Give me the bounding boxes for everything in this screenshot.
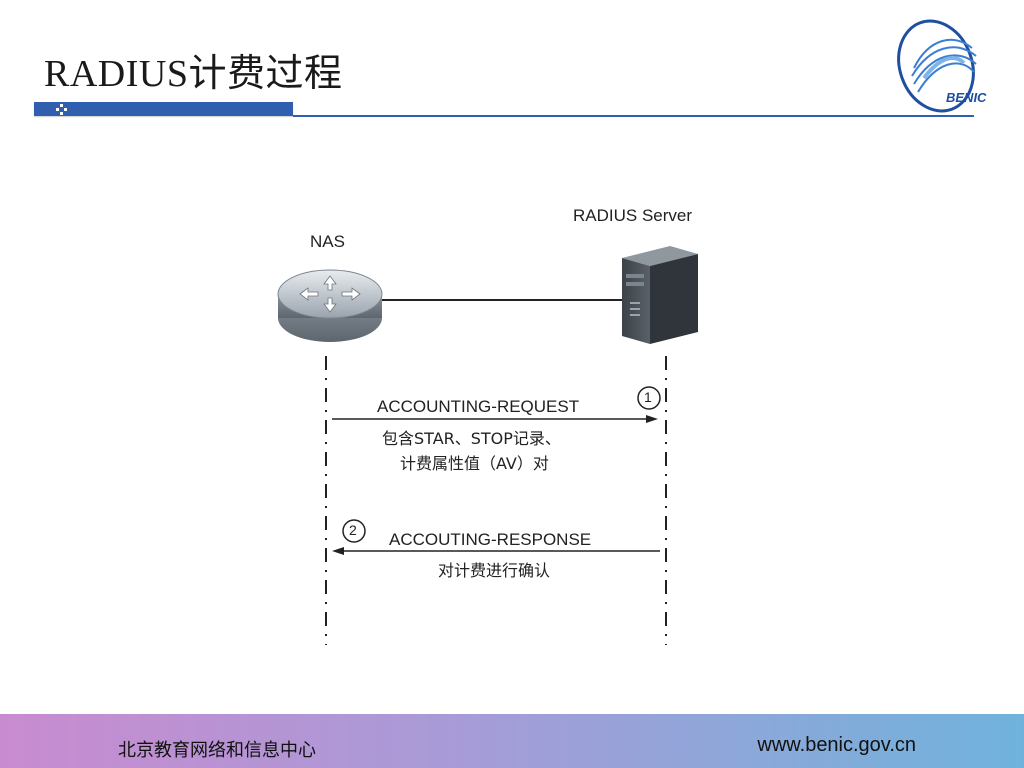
step2-title: ACCOUTING-RESPONSE — [389, 530, 592, 549]
footer-org: 北京教育网络和信息中心 — [118, 740, 316, 761]
request-arrowhead — [646, 415, 658, 423]
footer-url: www.benic.gov.cn — [757, 734, 916, 756]
response-arrowhead — [332, 547, 344, 555]
radius-accounting-diagram: NAS RADIUS Server 1 ACCOUNTING-REQUEST 包… — [260, 190, 740, 660]
diagram-canvas — [277, 246, 698, 645]
step1-title: ACCOUNTING-REQUEST — [377, 397, 580, 416]
benic-logo-icon — [897, 19, 977, 113]
step1-desc-line2: 计费属性值（AV）对 — [400, 454, 549, 473]
step1-desc-line1: 包含STAR、STOP记录、 — [382, 429, 561, 448]
slide-title: RADIUS计费过程 — [44, 53, 343, 95]
router-icon — [277, 269, 383, 342]
server-icon — [622, 246, 698, 344]
step2-number: 2 — [349, 522, 357, 538]
step1-number: 1 — [644, 389, 652, 405]
footer-bar: 北京教育网络和信息中心 www.benic.gov.cn — [0, 714, 1024, 768]
step2-circle — [342, 519, 366, 543]
title-underline-line — [293, 115, 974, 117]
server-label: RADIUS Server — [573, 206, 693, 225]
step1-circle — [637, 386, 661, 410]
step2-desc-line1: 对计费进行确认 — [438, 561, 551, 580]
nas-label: NAS — [310, 232, 345, 251]
title-underline-bar — [34, 102, 293, 116]
logo-text: BENIC — [946, 90, 987, 105]
diamond-bullet-icon — [56, 104, 67, 115]
